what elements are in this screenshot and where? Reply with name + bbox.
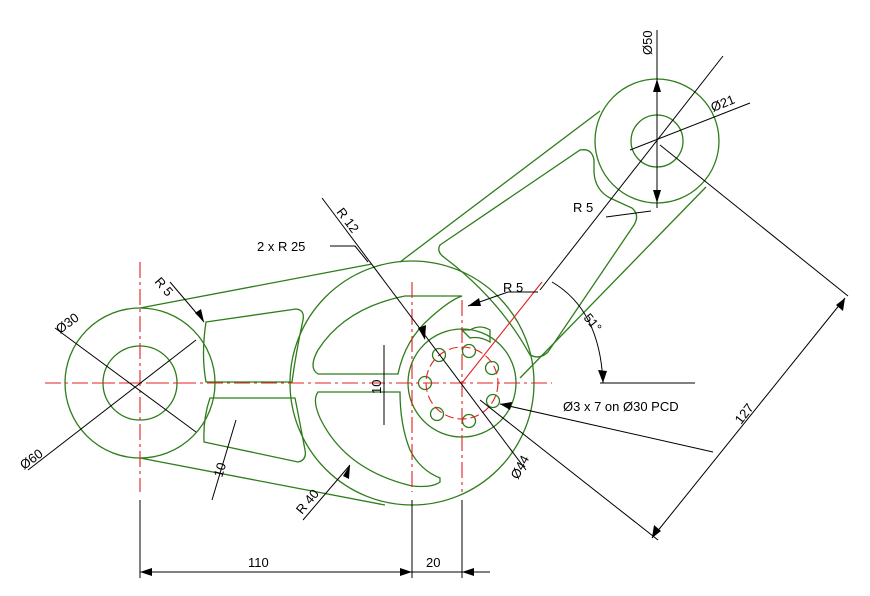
pcd-hole-4 (461, 413, 477, 429)
pcd-hole-1 (461, 343, 477, 359)
label-r40: R 40 (293, 486, 322, 517)
dim-top-r5 (605, 210, 652, 218)
dim-127-line (651, 297, 846, 539)
pcd-hole-3 (485, 393, 501, 409)
dim-top-diag-2 (629, 102, 751, 151)
lower-tangent-left (139, 457, 386, 506)
dim-top-diag-1 (539, 55, 724, 291)
arrow-r40 (343, 465, 350, 479)
label-2xr25: 2 x R 25 (257, 239, 305, 254)
cutout-lower-left (203, 397, 306, 463)
arrow-left-r5 (195, 309, 204, 322)
label-hub-r5: R 5 (503, 280, 523, 295)
dim-127-ext1 (659, 144, 849, 297)
arrow-top-up (653, 79, 661, 92)
dim-pcd-leader (499, 403, 714, 453)
cutout-top (438, 149, 638, 358)
dim-r40 (302, 464, 351, 521)
label-pcd: Ø3 x 7 on Ø30 PCD (563, 399, 679, 414)
label-slot-10: 10 (211, 461, 230, 479)
dim-hub-r5 (467, 291, 538, 307)
arrow-127-top (836, 298, 845, 311)
pcd-circle (425, 346, 499, 420)
arrow-hub-r5 (468, 298, 481, 306)
label-r12: R 12 (334, 205, 363, 236)
dim-left-diag (27, 339, 197, 471)
label-top-inner: Ø21 (709, 92, 737, 115)
dim-left-diag2 (54, 327, 197, 433)
arrow-pcd (500, 402, 512, 410)
dimension-lines (27, 30, 849, 578)
label-hub-diameter: Ø44 (507, 453, 532, 482)
upper-tangent-left (139, 263, 373, 309)
label-110: 110 (248, 555, 269, 570)
upper-tangent-top (399, 110, 601, 263)
pcd-hole-7 (431, 347, 447, 363)
label-left-outer: Ø60 (17, 446, 46, 473)
arrow-20-left (462, 568, 474, 576)
arrow-angle (598, 370, 607, 383)
dim-2xr25 (330, 245, 369, 263)
label-127: 127 (732, 401, 757, 427)
label-top-outer: Ø50 (640, 30, 655, 55)
dim-slot-10 (211, 419, 237, 501)
cutout-crescent (312, 295, 463, 375)
pcd-hole-5 (429, 406, 445, 422)
label-20: 20 (426, 555, 440, 570)
arrow-127-bottom (652, 525, 661, 538)
arrow-top-down (653, 190, 661, 203)
cutout-crescent-lower (314, 391, 441, 488)
label-rib-10: 10 (369, 380, 384, 394)
arrow-110-right (400, 568, 412, 576)
pcd-angle-line (461, 281, 543, 384)
hub-slot (460, 326, 491, 344)
lower-tangent-top (519, 186, 707, 379)
dim-127-ext2 (479, 399, 659, 541)
arrow-r12 (418, 325, 426, 340)
cutout-upper-left (202, 308, 304, 383)
arrowheads (140, 79, 845, 576)
arrow-110-left (140, 568, 152, 576)
dim-angle-arc (551, 281, 604, 384)
label-top-r5: R 5 (573, 200, 593, 215)
label-left-r5: R 5 (152, 274, 177, 299)
pcd-hole-2 (484, 360, 500, 376)
label-left-inner: Ø30 (53, 310, 82, 337)
